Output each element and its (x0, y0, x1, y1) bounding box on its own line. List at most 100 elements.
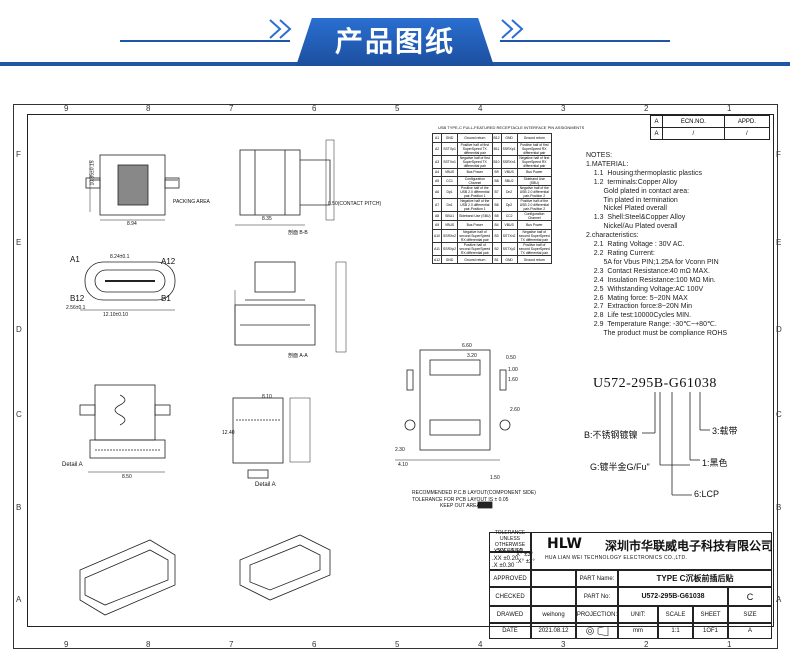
pin-table-cell: Positive half of the USB 2.0 differentia… (457, 185, 493, 200)
pin-table-cell: Dn2 (500, 185, 518, 200)
zone-left-A: A (16, 595, 22, 604)
pin-table-cell: Bus Power (457, 220, 493, 230)
zone-top-9: 9 (64, 104, 69, 113)
pin-table-cell: CC2 (500, 211, 518, 222)
part-number-code: U572-295B-G61038 (593, 376, 717, 391)
pin-table-cell: VBUS (500, 220, 518, 230)
pin-table-cell: Configuration Channel (457, 176, 493, 187)
unit-value: mm (618, 623, 658, 639)
pin-table-cell: A12 (431, 254, 443, 265)
drawing-inner-frame (27, 114, 774, 627)
pin-table-cell: A5 (431, 176, 443, 187)
pin-table-cell: A10 (431, 228, 443, 243)
decor-chevrons-left (269, 19, 292, 39)
rev-value-rev: A (650, 127, 663, 140)
company-cell (531, 532, 772, 570)
pin-table-cell: GND (441, 254, 459, 265)
pin-table-cell: Negative half of first SuperSpeed RX dif… (516, 154, 553, 169)
dim-14: 1.60 (508, 377, 518, 383)
pin-table-cell: B12 (491, 133, 502, 143)
pin-table-cell: Positive half of second SuperSpeed TX di… (516, 241, 553, 256)
pin-table-cell: SSRXn1 (500, 154, 518, 169)
pin-table-cell: SBU1 (441, 211, 459, 222)
dim-9: 0.50 (506, 355, 516, 361)
pin-table-cell: SSRXp1 (500, 141, 518, 156)
zone-left-E: E (16, 238, 22, 247)
zone-right-B: B (776, 503, 782, 512)
pin-table-cell: B7 (491, 185, 502, 200)
pin-table-cell: Negative half of the USB 2.0 differentia… (516, 185, 553, 200)
date-label: DATE (489, 623, 531, 639)
zone-bottom-8: 8 (146, 640, 151, 649)
pin-table-cell: VBUS (441, 220, 459, 230)
pin-table-cell: B5 (491, 211, 502, 222)
pin-table-cell: A8 (431, 211, 443, 222)
size-label: SIZE (728, 606, 772, 623)
zone-left-C: C (16, 410, 22, 419)
sheet-label: SHEET (693, 606, 728, 623)
pin-table-title: USB TYPE-C FULL-FEATURED RECEPTACLE INTE… (438, 125, 585, 130)
pin-table-cell: Negative half of second SuperSpeed TX di… (516, 228, 553, 243)
zone-bottom-2: 2 (644, 640, 649, 649)
pin-table-cell: B1 (491, 254, 502, 265)
tolerance-header: TOLERANCE UNLESS OTHERWISE SPECIFIED (489, 530, 531, 554)
pin-table-cell: B6 (491, 198, 502, 213)
part-no-label: PART No: (576, 587, 618, 606)
pin-table-cell: Positive half of the USB 2.0 differentia… (516, 198, 553, 213)
dim-1: 10.85±0.15 (89, 160, 96, 186)
keep-out-label: KEEP OUT AREA (440, 503, 480, 509)
tolerance-head-1: TOLERANCE UNLESS (494, 530, 526, 542)
pin-table-cell: A11 (431, 241, 443, 256)
callout-color: 1:黑色 (702, 458, 728, 468)
pin-table-cell: Dp2 (500, 198, 518, 213)
zone-top-3: 3 (561, 104, 566, 113)
pin-table-cell: Sideband Use (SBU) (457, 211, 493, 222)
zone-right-E: E (776, 238, 782, 247)
pin-table-cell: VBUS (500, 167, 518, 178)
pin-table-cell: Sideband Use (SBU) (516, 176, 553, 187)
dim-3: 8.24±0.1 (110, 254, 130, 260)
packing-area-label: PACKING AREA (173, 199, 210, 205)
zone-bottom-4: 4 (478, 640, 483, 649)
notes-block: NOTES: 1.MATERIAL: 1.1 Housing:thermopla… (586, 152, 728, 338)
checked-label: CHECKED (489, 587, 531, 606)
rev-value-appd: / (723, 127, 771, 140)
pin-table-cell: B11 (491, 141, 502, 156)
checked-value (531, 587, 576, 606)
dim-10: 2.30 (395, 447, 405, 453)
pin-table-cell: CC1 (441, 176, 459, 187)
pin-table-cell: SSRXp2 (441, 241, 459, 256)
tolerance-values-cell (489, 552, 531, 570)
tolerance-row-3: .X ±0.30 (492, 563, 515, 569)
date-value: 2021.08.12 (531, 623, 576, 639)
pin-table-cell: Ground return (516, 254, 553, 265)
dim-2: 8.94 (127, 221, 137, 227)
pin-table-cell: A6 (431, 185, 443, 200)
zone-bottom-6: 6 (312, 640, 317, 649)
section-label-bb: 剖面 B-B (288, 230, 308, 236)
dim-17: 12.40 (222, 430, 235, 436)
pin-table-cell: Dn1 (441, 198, 459, 213)
part-name-label: PART Name: (576, 570, 618, 587)
pin-table-cell: B4 (491, 220, 502, 230)
company-name-en: HUA LIAN WEI TECHNOLOGY ELECTRONICS CO.,… (545, 555, 688, 561)
dim-11: 8.50 (122, 474, 132, 480)
pin-table-cell: SBU2 (500, 176, 518, 187)
callout-packing: 3:载带 (712, 426, 738, 436)
drawer-value: weihong (531, 606, 576, 623)
pin-table-cell: Bus Power (516, 220, 553, 230)
decor-line-right (500, 40, 670, 42)
pin-table-cell: SSTXn1 (441, 154, 459, 169)
pin-table-cell: A7 (431, 198, 443, 213)
pin-table-cell: Configuration Channel (516, 211, 553, 222)
angle-row-1: X° ±3° (516, 552, 534, 558)
callout-material: 6:LCP (694, 489, 720, 499)
pcb-layout-label: RECOMMENDED P.C.B LAYOUT(COMPONENT SIDE) (412, 490, 536, 496)
